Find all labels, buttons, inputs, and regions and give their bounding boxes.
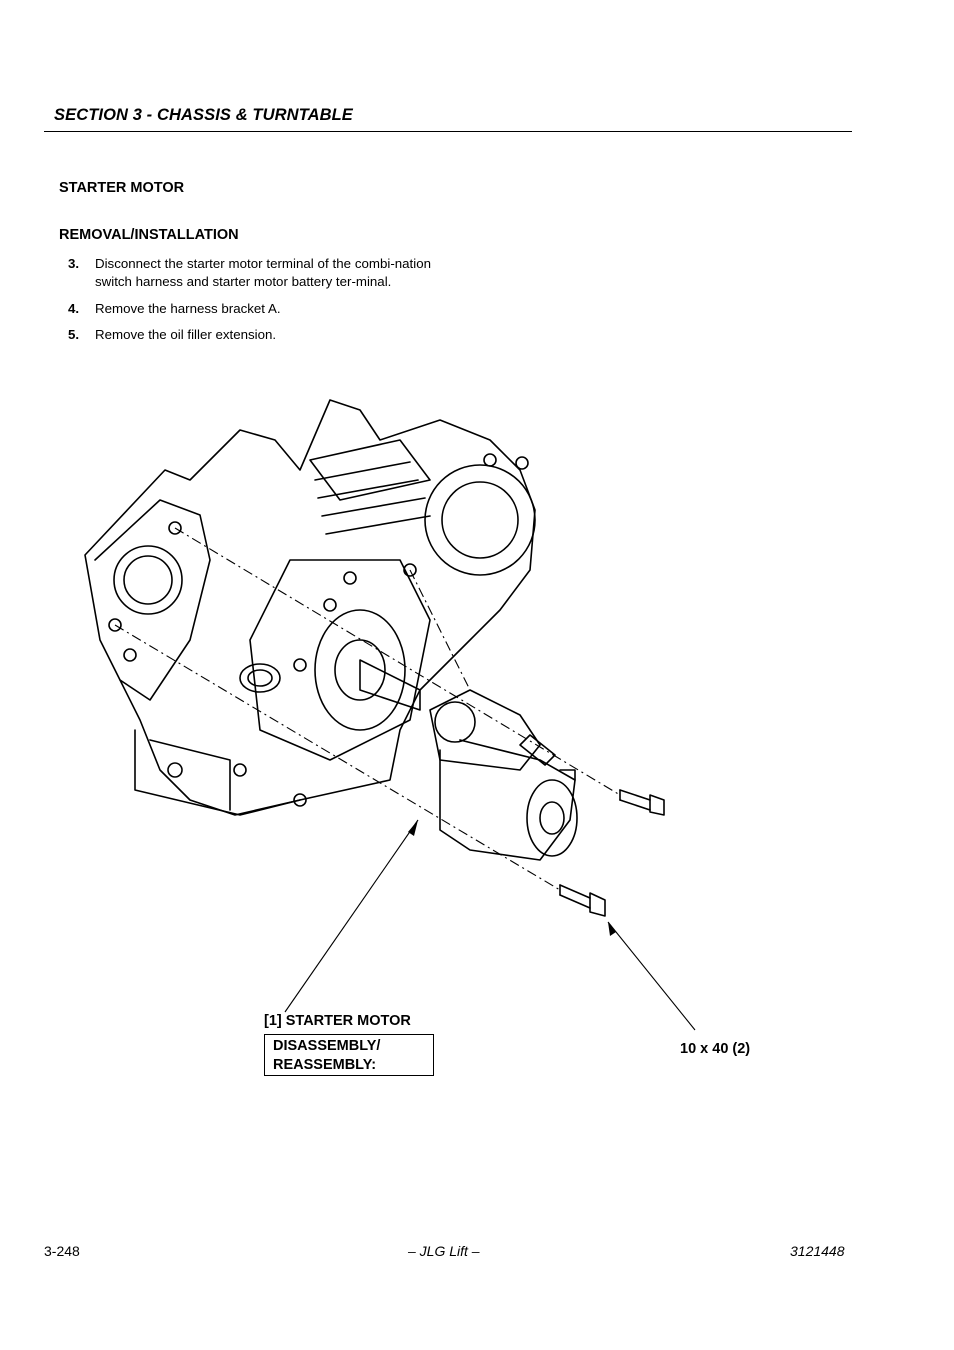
step-number: 3. <box>68 256 80 271</box>
step-text: Remove the harness bracket A. <box>95 300 281 316</box>
step-number: 4. <box>68 300 80 316</box>
engine-starter-illustration <box>84 399 696 1031</box>
section-title: SECTION 3 - CHASSIS & TURNTABLE <box>54 106 353 124</box>
subheading-removal: REMOVAL/INSTALLATION <box>59 227 239 243</box>
step-item: 5. Remove the oil filler extension. <box>59 326 431 344</box>
callout-line-2: REASSEMBLY: <box>273 1057 377 1073</box>
step-text: Disconnect the starter motor terminal of… <box>95 256 431 289</box>
bolt-size-label: 10 x 40 (2) <box>680 1041 751 1057</box>
step-item: 3. Disconnect the starter motor terminal… <box>59 255 431 291</box>
step-item: 4. Remove the harness bracket A. <box>59 300 431 318</box>
step-text: Remove the oil filler extension. <box>95 327 277 343</box>
callout-line-1: DISASSEMBLY/ <box>273 1038 381 1054</box>
steps-list: 3. Disconnect the starter motor terminal… <box>59 255 431 353</box>
page-number: 3-248 <box>44 1243 80 1259</box>
footer-center: – JLG Lift – <box>408 1243 480 1259</box>
header-rule <box>44 131 852 132</box>
doc-number: 3121448 <box>790 1243 845 1259</box>
starter-motor-label: [1] STARTER MOTOR <box>264 1013 411 1029</box>
disassembly-callout-box: DISASSEMBLY/ REASSEMBLY: <box>264 1034 434 1076</box>
heading-starter-motor: STARTER MOTOR <box>59 180 185 196</box>
step-number: 5. <box>68 327 80 343</box>
